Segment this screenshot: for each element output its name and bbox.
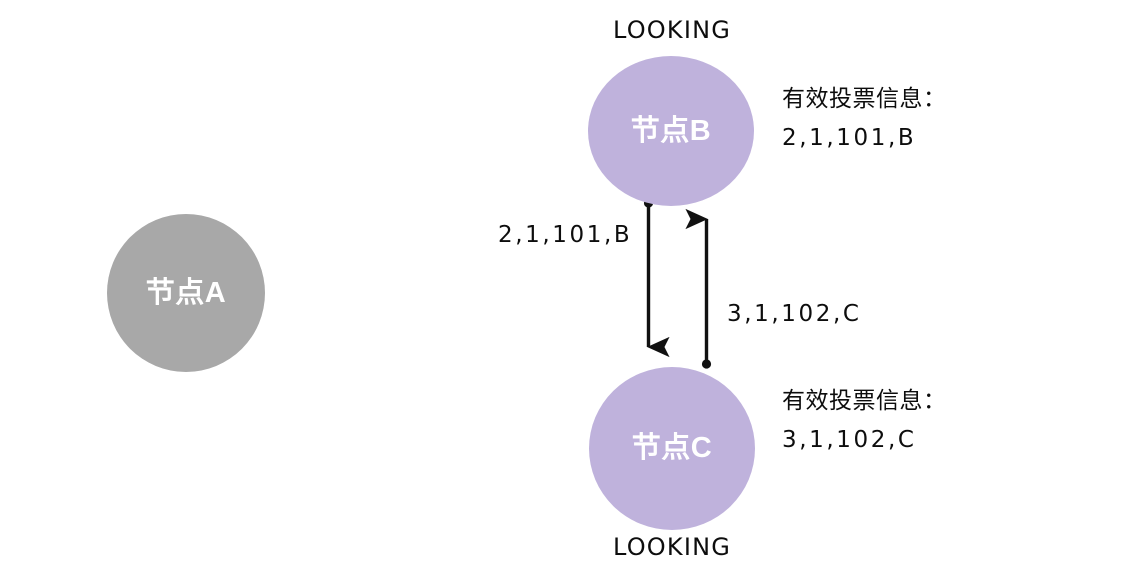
node-b[interactable]: 节点B	[588, 56, 754, 206]
edge-b-to-c-label: 2,1,101,B	[498, 222, 633, 248]
node-a[interactable]: 节点A	[107, 214, 265, 372]
node-b-vote-info-title: 有效投票信息：	[782, 86, 947, 112]
node-c[interactable]: 节点C	[589, 367, 755, 530]
node-b-vote-info: 有效投票信息： 2,1,101,B	[782, 88, 947, 150]
node-a-label: 节点A	[145, 276, 227, 309]
edge-c-to-b	[685, 208, 712, 369]
node-c-state-label: LOOKING	[613, 533, 732, 561]
node-b-label: 节点B	[630, 114, 712, 147]
node-b-vote-info-value: 2,1,101,B	[782, 125, 917, 151]
node-c-vote-info-title: 有效投票信息：	[782, 388, 947, 414]
node-c-vote-info-value: 3,1,102,C	[782, 427, 917, 453]
node-c-label: 节点C	[631, 432, 713, 464]
edge-c-to-b-label: 3,1,102,C	[727, 301, 862, 327]
node-c-vote-info: 有效投票信息： 3,1,102,C	[782, 390, 947, 452]
edge-b-to-c	[643, 198, 670, 358]
node-b-state-label: LOOKING	[613, 16, 732, 44]
